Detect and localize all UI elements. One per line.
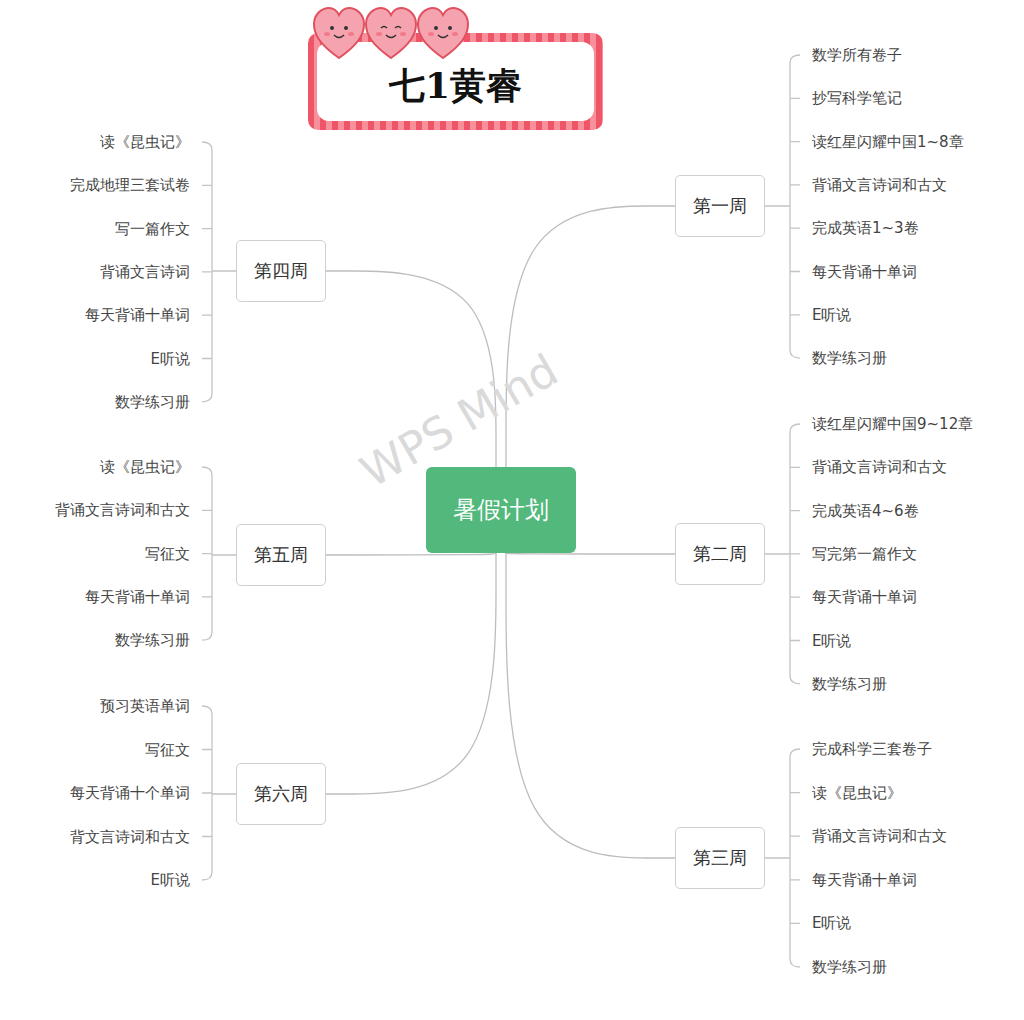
week-box: 第三周 [675, 827, 765, 889]
bracket-line [765, 749, 800, 967]
task-item: 每天背诵十个单词 [70, 784, 190, 802]
task-item: 背诵文言诗词和古文 [812, 176, 947, 194]
week-box: 第二周 [675, 523, 765, 585]
bracket-line [765, 55, 800, 358]
node-label: 暑假计划 [453, 494, 549, 526]
node-label: 第一周 [693, 194, 747, 218]
branch-curve [326, 553, 496, 555]
task-item: 读《昆虫记》 [100, 458, 190, 476]
branch-curve [506, 553, 675, 554]
task-item: E听说 [151, 350, 190, 368]
task-item: 背诵文言诗词和古文 [812, 458, 947, 476]
node-label: 第六周 [254, 782, 308, 806]
node-label: 第二周 [693, 542, 747, 566]
task-item: 完成科学三套卷子 [812, 740, 932, 758]
task-item: 每天背诵十单词 [85, 588, 190, 606]
task-item: E听说 [812, 306, 851, 324]
task-item: 背诵文言诗词和古文 [812, 827, 947, 845]
bracket-line [765, 424, 800, 684]
bracket-line [202, 142, 236, 402]
task-item: 数学练习册 [812, 958, 887, 976]
title-banner-inner: 七1黄睿 [317, 42, 594, 121]
task-item: 数学练习册 [115, 393, 190, 411]
node-label: 第四周 [254, 259, 308, 283]
task-item: E听说 [812, 632, 851, 650]
task-item: 完成英语4~6卷 [812, 502, 919, 520]
branch-curve [326, 553, 496, 794]
week-box: 第五周 [236, 524, 326, 586]
task-item: 每天背诵十单词 [812, 263, 917, 281]
task-item: 读红星闪耀中国9~12章 [812, 415, 973, 433]
task-item: 背文言诗词和古文 [70, 828, 190, 846]
task-item: E听说 [812, 914, 851, 932]
task-item: 背诵文言诗词和古文 [55, 501, 190, 519]
task-item: E听说 [151, 871, 190, 889]
task-item: 读《昆虫记》 [812, 784, 902, 802]
task-item: 写完第一篇作文 [812, 545, 917, 563]
week-box: 第一周 [675, 175, 765, 237]
task-item: 抄写科学笔记 [812, 89, 902, 107]
title-text: 七1黄睿 [389, 52, 522, 111]
task-item: 写征文 [145, 741, 190, 759]
task-item: 每天背诵十单词 [85, 306, 190, 324]
heart-decoration [310, 4, 480, 64]
task-item: 每天背诵十单词 [812, 588, 917, 606]
task-item: 背诵文言诗词 [100, 263, 190, 281]
branch-curve [506, 206, 675, 467]
week-box: 第六周 [236, 763, 326, 825]
bracket-line [202, 467, 236, 640]
task-item: 读《昆虫记》 [100, 133, 190, 151]
task-item: 写一篇作文 [115, 220, 190, 238]
branch-curve [506, 553, 675, 858]
week-box: 第四周 [236, 240, 326, 302]
node-label: 第三周 [693, 846, 747, 870]
task-item: 数学练习册 [115, 631, 190, 649]
task-item: 数学练习册 [812, 675, 887, 693]
node-label: 第五周 [254, 543, 308, 567]
task-item: 写征文 [145, 545, 190, 563]
task-item: 数学练习册 [812, 349, 887, 367]
task-item: 每天背诵十单词 [812, 871, 917, 889]
bracket-line [202, 706, 236, 880]
central-topic: 暑假计划 [426, 467, 576, 553]
task-item: 读红星闪耀中国1~8章 [812, 133, 964, 151]
task-item: 数学所有卷子 [812, 46, 902, 64]
task-item: 预习英语单词 [100, 697, 190, 715]
task-item: 完成英语1~3卷 [812, 219, 919, 237]
task-item: 完成地理三套试卷 [70, 176, 190, 194]
